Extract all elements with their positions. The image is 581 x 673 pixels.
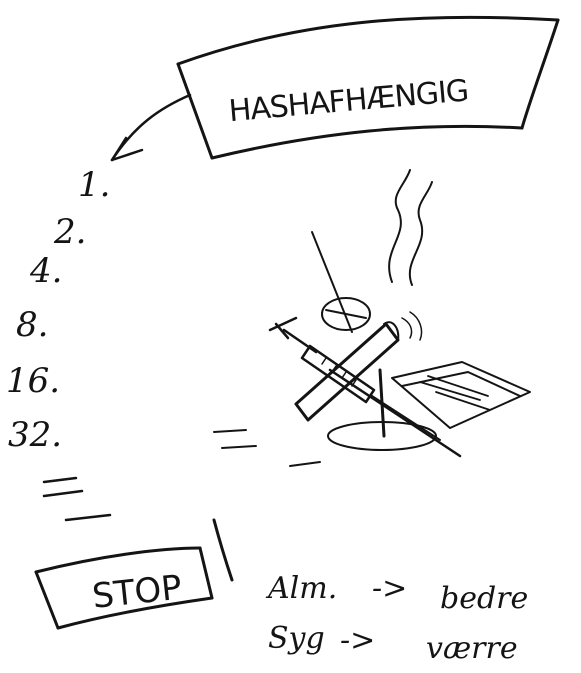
outcome-2-right: værre [426,631,518,666]
continuation-dashes [42,476,112,522]
smoke-icon [408,181,433,286]
prohibition-icon [311,231,371,333]
sequence-item-1: 1. [78,165,110,205]
stop-side-stroke [212,518,234,582]
dash-1 [42,476,78,484]
curve-arrow [110,93,192,162]
sequence-item-5: 16. [6,361,60,401]
smoke-icon [388,169,411,283]
ground-dash [213,429,247,433]
dash-2 [42,489,84,498]
arrowhead-icon [110,136,144,162]
ground-dash [289,461,321,467]
doubling-sequence: 1. 2. 4. 8. 16. 32. [6,165,110,455]
stop-box: STOP [34,518,234,630]
sequence-item-4: 8. [16,305,48,345]
stop-box-top [34,546,202,574]
outcome-2-left: Syg [268,621,325,656]
banner-top-edge [176,15,560,66]
dash-3 [64,513,112,522]
stand-base [327,421,437,451]
outcome-1-right: bedre [440,581,528,616]
paper-sheets-icon [391,361,531,429]
outcome-2-arrow: -> [340,623,375,658]
outcome-1-arrow: -> [372,571,407,606]
sequence-item-6: 32. [8,415,62,455]
syringe-icon [268,316,441,441]
joint-icon [294,311,423,422]
ground-dash [221,445,257,449]
title-banner: HASHAFHÆNGIG [176,15,560,160]
stop-box-bottom [56,596,214,630]
outcome-1-left: Alm. [265,571,337,606]
stop-label: STOP [90,568,183,617]
crossing-line [328,368,462,458]
banner-right-edge [520,18,560,130]
stop-box-right [198,546,214,600]
stop-box-left [34,570,60,630]
banner-left-edge [176,62,214,160]
sequence-item-3: 4. [29,251,62,291]
banner-title: HASHAFHÆNGIG [227,73,469,129]
stand-pole [378,368,386,438]
drug-illustration [213,169,531,467]
banner-bottom-edge [210,124,524,160]
outcome-notes: Alm. -> bedre Syg -> værre [265,571,528,666]
curve-arrow-line [110,93,192,162]
sequence-item-2: 2. [53,212,86,252]
